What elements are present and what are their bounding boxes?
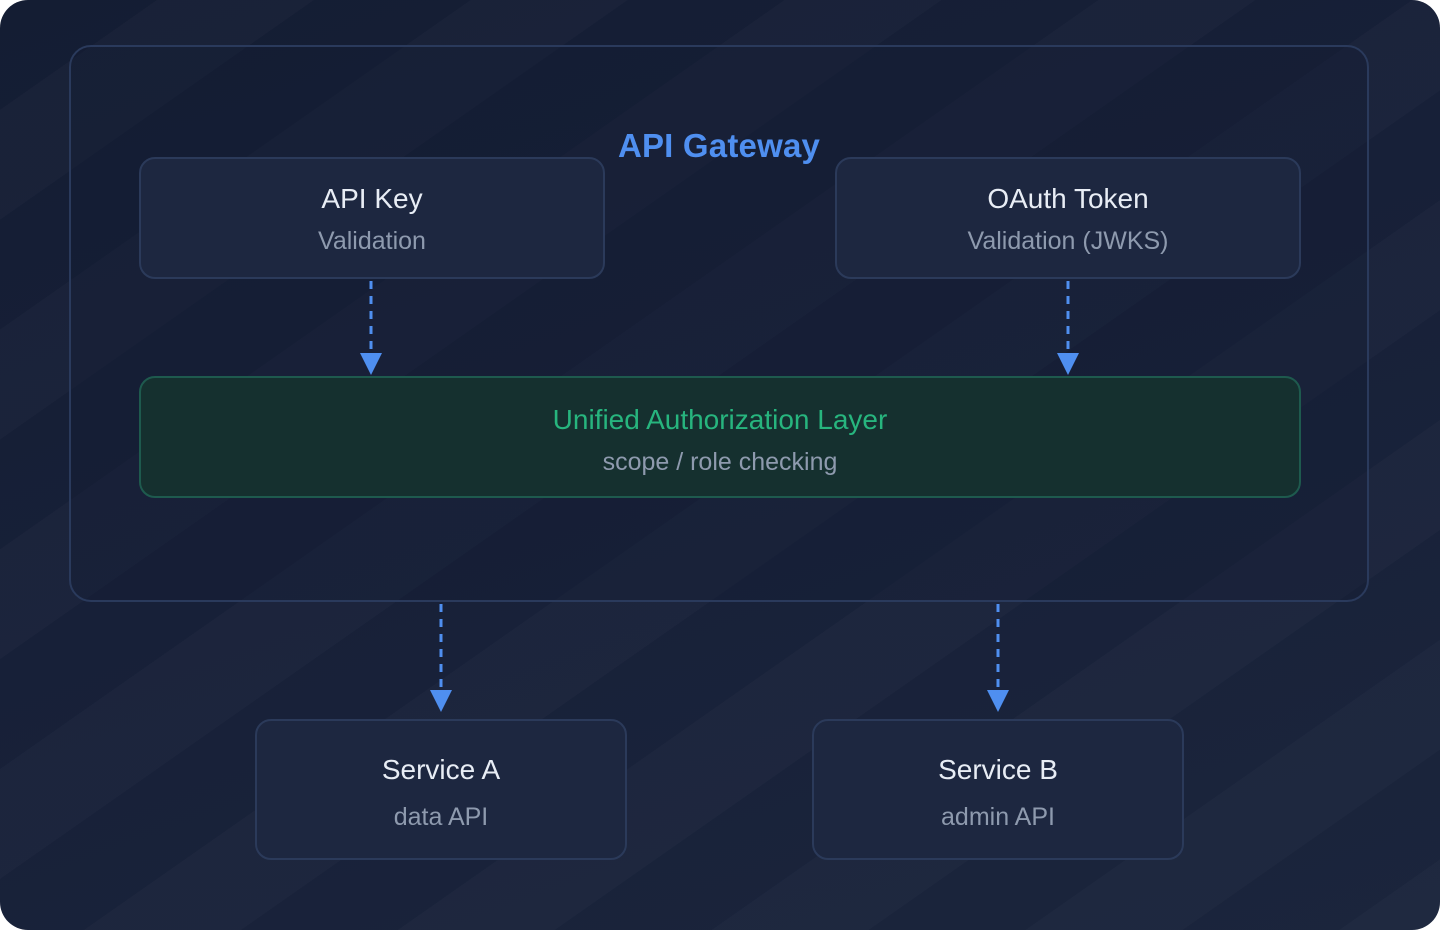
oauth-token-title: OAuth Token (987, 183, 1149, 214)
unified-authorization-subtitle: scope / role checking (602, 448, 838, 476)
unified-authorization-node: Unified Authorization Layer scope / role… (139, 376, 1301, 498)
api-key-title: API Key (321, 183, 423, 214)
service-b-title: Service B (938, 754, 1058, 785)
api-key-subtitle: Validation (318, 227, 426, 255)
service-a-title: Service A (381, 754, 501, 785)
api-gateway-container: API Gateway (69, 45, 1369, 602)
service-b-subtitle: admin API (941, 803, 1055, 831)
service-a-subtitle: data API (393, 803, 489, 831)
service-a-node: Service A data API (255, 719, 627, 860)
oauth-token-subtitle: Validation (JWKS) (967, 227, 1169, 255)
gateway-title: API Gateway (617, 127, 821, 164)
api-key-node: API Key Validation (139, 157, 605, 279)
oauth-token-node: OAuth Token Validation (JWKS) (835, 157, 1301, 279)
unified-authorization-title: Unified Authorization Layer (552, 404, 888, 435)
service-b-node: Service B admin API (812, 719, 1184, 860)
